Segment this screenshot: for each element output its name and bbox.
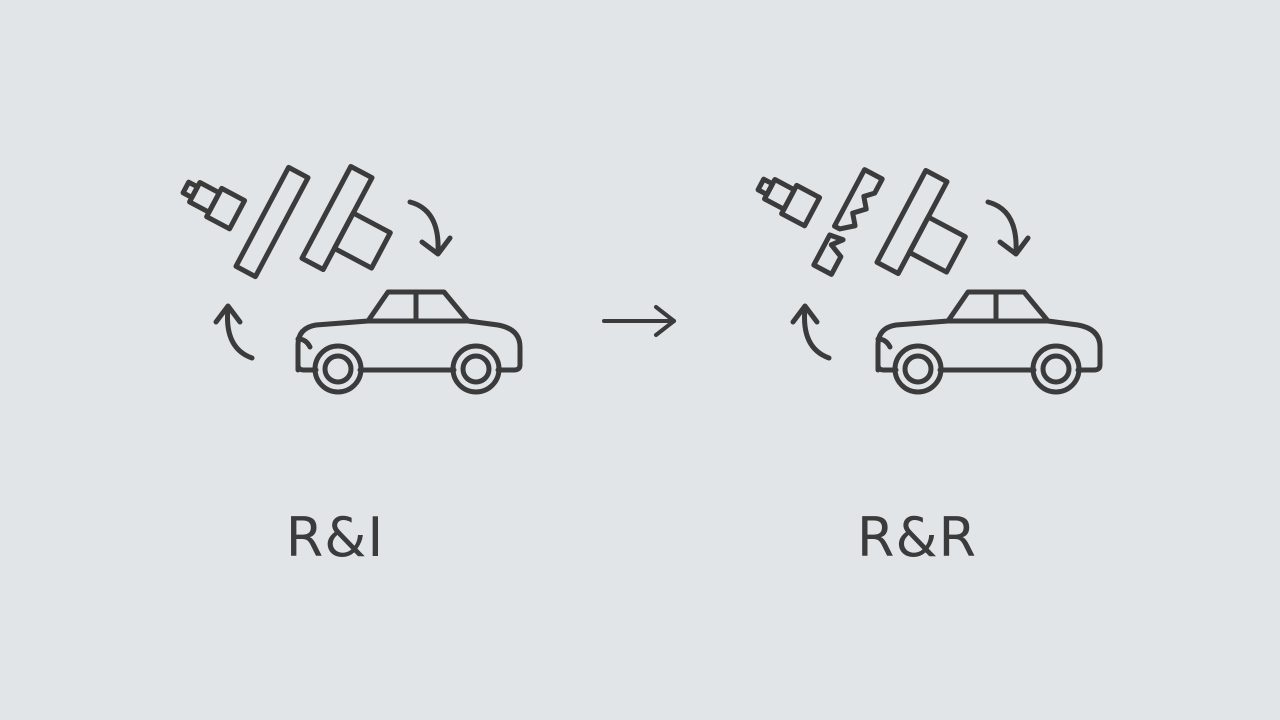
curved-arrow-up-icon [793, 306, 829, 358]
car-icon [298, 292, 520, 392]
curved-arrow-down-icon [988, 202, 1028, 254]
bracket-part-icon [874, 167, 968, 277]
car-icon [878, 292, 1100, 392]
broken-part-icon [811, 167, 885, 277]
right-panel [753, 167, 1100, 392]
label-r-and-i: R&I [285, 506, 385, 569]
bolt-icon [753, 170, 819, 225]
right-arrow-icon [602, 305, 676, 337]
bolt-icon [178, 173, 244, 228]
curved-arrow-down-icon [410, 202, 450, 254]
flat-part-icon [233, 164, 311, 280]
left-panel [178, 163, 520, 392]
bracket-part-icon [299, 163, 393, 273]
curved-arrow-up-icon [216, 306, 252, 358]
label-r-and-r: R&R [856, 506, 978, 569]
